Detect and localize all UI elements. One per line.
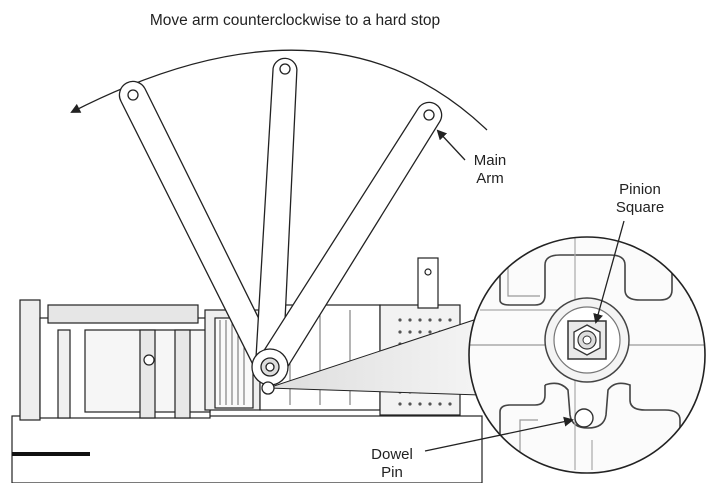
- pinion-square-label-line1: Pinion: [619, 181, 661, 198]
- arm-center: [254, 57, 298, 372]
- rotation-arc: [70, 49, 488, 131]
- corner-tab: [12, 452, 90, 456]
- main-arm-pointer: [436, 129, 466, 161]
- dowel-pin-label-line1: Dowel: [371, 446, 413, 463]
- dowel-pin-label: Dowel Pin: [357, 446, 427, 482]
- main-arm-label-line1: Main: [473, 152, 507, 169]
- pinion-square-label: Pinion Square: [600, 181, 680, 217]
- arm-hub: [251, 348, 289, 395]
- pinion-square-pointer: [593, 220, 625, 324]
- dowel-pin-label-line2: Pin: [381, 464, 403, 481]
- instruction-text: Move arm counterclockwise to a hard stop: [149, 12, 441, 29]
- arm-left: [118, 80, 283, 377]
- pinion-square-label-line2: Square: [615, 199, 665, 216]
- main-arm-positions: [118, 57, 443, 378]
- main-arm-label-line2: Arm: [476, 170, 504, 187]
- dowel-pin-pointer: [424, 416, 574, 452]
- pinion-detail-callout: [468, 236, 706, 474]
- arm-right: [256, 101, 443, 378]
- main-arm-label: Main Arm: [455, 152, 525, 188]
